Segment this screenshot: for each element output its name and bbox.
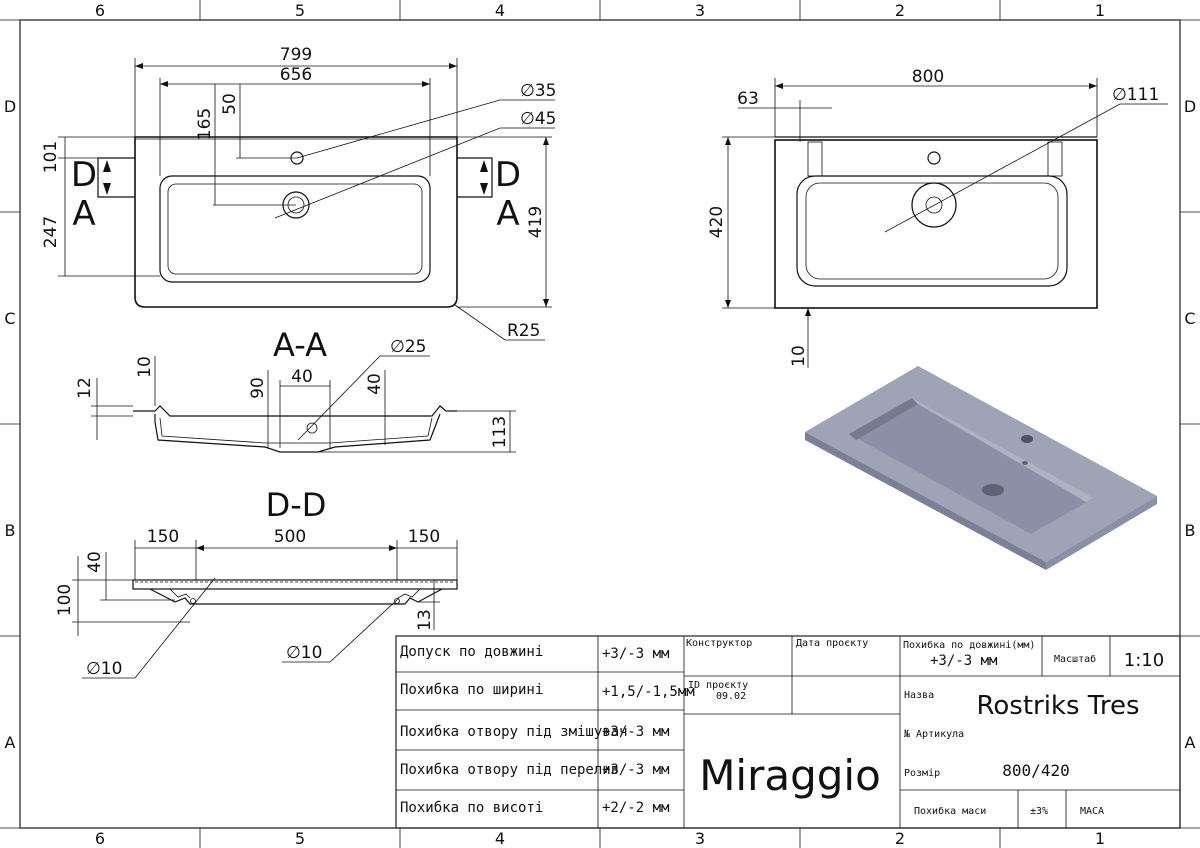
dim-63: 63 <box>737 89 759 109</box>
grid-row-left: A <box>5 733 16 752</box>
dim-aa-90: 90 <box>248 377 268 399</box>
front-drain-hole <box>911 182 957 228</box>
grid-row-right: A <box>1185 733 1196 752</box>
tolerance-label: Похибка по висоті <box>400 800 543 816</box>
grid-col-bottom: 5 <box>295 829 305 848</box>
size-value: 800/420 <box>1002 761 1069 780</box>
length-error-label: Похибка по довжині(мм) <box>903 639 1035 651</box>
mass-label: МАСА <box>1080 806 1104 817</box>
section-marker-d-right: D <box>495 155 521 195</box>
section-marker-d-left: D <box>71 155 97 195</box>
section-dd: D-D 150 500 150 40 100 13 ∅10 ∅10 <box>55 486 458 679</box>
front-view: 800 63 420 10 ∅111 <box>707 67 1168 368</box>
front-tap-hole <box>927 151 941 165</box>
tolerance-value: +1,5/-1,5мм <box>602 684 695 700</box>
dim-420: 420 <box>707 206 727 238</box>
grid-col-bottom: 3 <box>695 829 705 848</box>
mass-error-label: Похибка маси <box>914 805 986 817</box>
grid-row-right: B <box>1185 521 1196 540</box>
dim-dd-500: 500 <box>274 527 306 547</box>
dim-dia-35: ∅35 <box>520 81 556 101</box>
tolerance-label: Похибка отвору під змішувач <box>400 724 628 740</box>
name-label: Назва <box>904 690 934 701</box>
dim-inner-width: 656 <box>280 65 312 85</box>
tolerance-label: Похибка отвору під перелив <box>400 762 619 778</box>
dim-dia-111: ∅111 <box>1112 85 1159 105</box>
dim-dd-dia-10-right: ∅10 <box>286 643 322 663</box>
brand-logo: Miraggio <box>699 751 881 800</box>
article-label: № Артикула <box>904 729 964 740</box>
dim-dd-150-right: 150 <box>408 527 440 547</box>
dim-dd-13: 13 <box>415 609 435 631</box>
grid-row-left: D <box>4 97 16 116</box>
grid-labels: 6 5 4 3 2 1 6 5 4 3 2 1 D C B A D C B A <box>4 1 1196 848</box>
dim-dd-dia-10-left: ∅10 <box>86 659 122 679</box>
dim-800: 800 <box>912 67 944 87</box>
render-drain <box>982 484 1004 496</box>
project-id: 09.02 <box>716 691 746 702</box>
grid-row-right: D <box>1184 97 1196 116</box>
section-dd-title: D-D <box>266 486 327 524</box>
section-aa: A-A 10 12 90 40 40 ∅25 113 <box>75 326 516 453</box>
tolerance-value: +3/-3 мм <box>602 762 670 778</box>
dim-dia-45: ∅45 <box>520 109 556 129</box>
dim-165: 165 <box>195 108 215 140</box>
section-marker-a-left: A <box>72 194 95 234</box>
tolerance-value: +3/-3 мм <box>602 724 670 740</box>
dim-aa-dia-25: ∅25 <box>390 337 426 357</box>
render-overflow <box>1022 461 1028 465</box>
grid-col-bottom: 4 <box>495 829 505 848</box>
grid-col-top: 4 <box>495 1 505 20</box>
dim-aa-10: 10 <box>135 356 155 378</box>
constructor-label: Конструктор <box>686 638 752 649</box>
size-label: Розмір <box>904 767 940 779</box>
grid-col-top: 3 <box>695 1 705 20</box>
mass-error-value: ±3% <box>1030 806 1048 817</box>
dim-10-front: 10 <box>789 345 809 367</box>
dim-419: 419 <box>526 206 546 238</box>
project-date-label: Дата проєкту <box>796 638 868 649</box>
dim-247: 247 <box>41 216 61 248</box>
dim-dd-100: 100 <box>55 584 75 616</box>
grid-col-bottom: 2 <box>895 829 905 848</box>
grid-col-top: 2 <box>895 1 905 20</box>
render-tap-hole <box>1021 435 1033 443</box>
dim-aa-113: 113 <box>490 416 510 448</box>
dim-aa-40-horizontal: 40 <box>291 367 313 387</box>
tolerance-value: +2/-2 мм <box>602 800 670 816</box>
dim-101: 101 <box>41 141 61 173</box>
grid-col-bottom: 6 <box>95 829 105 848</box>
grid-row-left: C <box>4 309 15 328</box>
grid-col-top: 1 <box>1095 1 1105 20</box>
scale-label: Масштаб <box>1054 653 1096 665</box>
tolerance-value: +3/-3 мм <box>602 646 670 662</box>
tolerance-label: Допуск по довжині <box>400 644 543 660</box>
grid-row-right: C <box>1184 309 1195 328</box>
section-marker-a-right: A <box>496 194 519 234</box>
section-aa-title: A-A <box>273 326 327 364</box>
top-view: 799 656 165 50 ∅35 ∅45 101 247 419 <box>41 45 556 341</box>
dim-50: 50 <box>220 93 240 115</box>
dim-dd-40: 40 <box>85 551 105 573</box>
title-block: Допуск по довжині +3/-3 мм Похибка по ши… <box>395 635 1181 829</box>
dim-aa-12: 12 <box>75 377 95 399</box>
grid-col-bottom: 1 <box>1095 829 1105 848</box>
scale-value: 1:10 <box>1124 650 1164 671</box>
dim-dd-150-left: 150 <box>147 527 179 547</box>
dim-aa-40-vertical: 40 <box>365 373 385 395</box>
tolerance-label: Похибка по ширині <box>400 682 543 698</box>
length-error-value: +3/-3 мм <box>930 653 998 669</box>
grid-row-left: B <box>5 521 16 540</box>
grid-col-top: 5 <box>295 1 305 20</box>
project-id-label: ID проєкту <box>688 680 748 691</box>
name-value: Rostriks Tres <box>976 691 1139 721</box>
basin-3d-render <box>805 366 1157 570</box>
grid-col-top: 6 <box>95 1 105 20</box>
dim-r25: R25 <box>507 321 540 341</box>
dim-outer-width: 799 <box>280 45 312 65</box>
